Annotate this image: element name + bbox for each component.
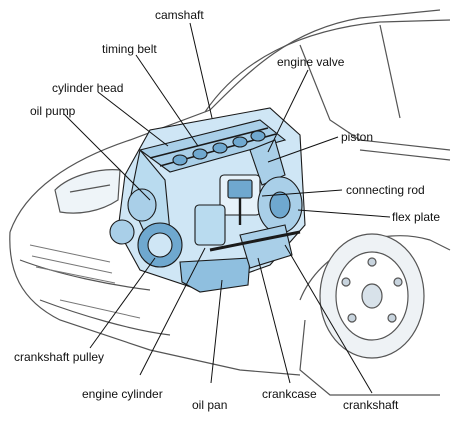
label-crankshaft-pulley: crankshaft pulley: [14, 350, 105, 364]
label-cylinder-head: cylinder head: [52, 81, 124, 95]
label-oil-pan: oil pan: [192, 398, 228, 412]
label-engine-cylinder: engine cylinder: [82, 387, 163, 401]
headlight: [54, 169, 121, 214]
label-connecting-rod: connecting rod: [346, 183, 425, 197]
label-camshaft: camshaft: [155, 8, 204, 22]
label-engine-valve: engine valve: [277, 55, 345, 69]
label-oil-pump: oil pump: [30, 104, 76, 118]
label-crankshaft: crankshaft: [343, 398, 399, 412]
label-crankcase: crankcase: [262, 387, 317, 401]
label-piston: piston: [341, 130, 374, 144]
front-grille: [29, 244, 141, 319]
engine-assembly: [109, 107, 306, 293]
front-wheel: [319, 233, 425, 359]
label-flex-plate: flex plate: [392, 210, 441, 224]
leader-lines: [63, 22, 391, 394]
label-timing-belt: timing belt: [102, 42, 157, 56]
